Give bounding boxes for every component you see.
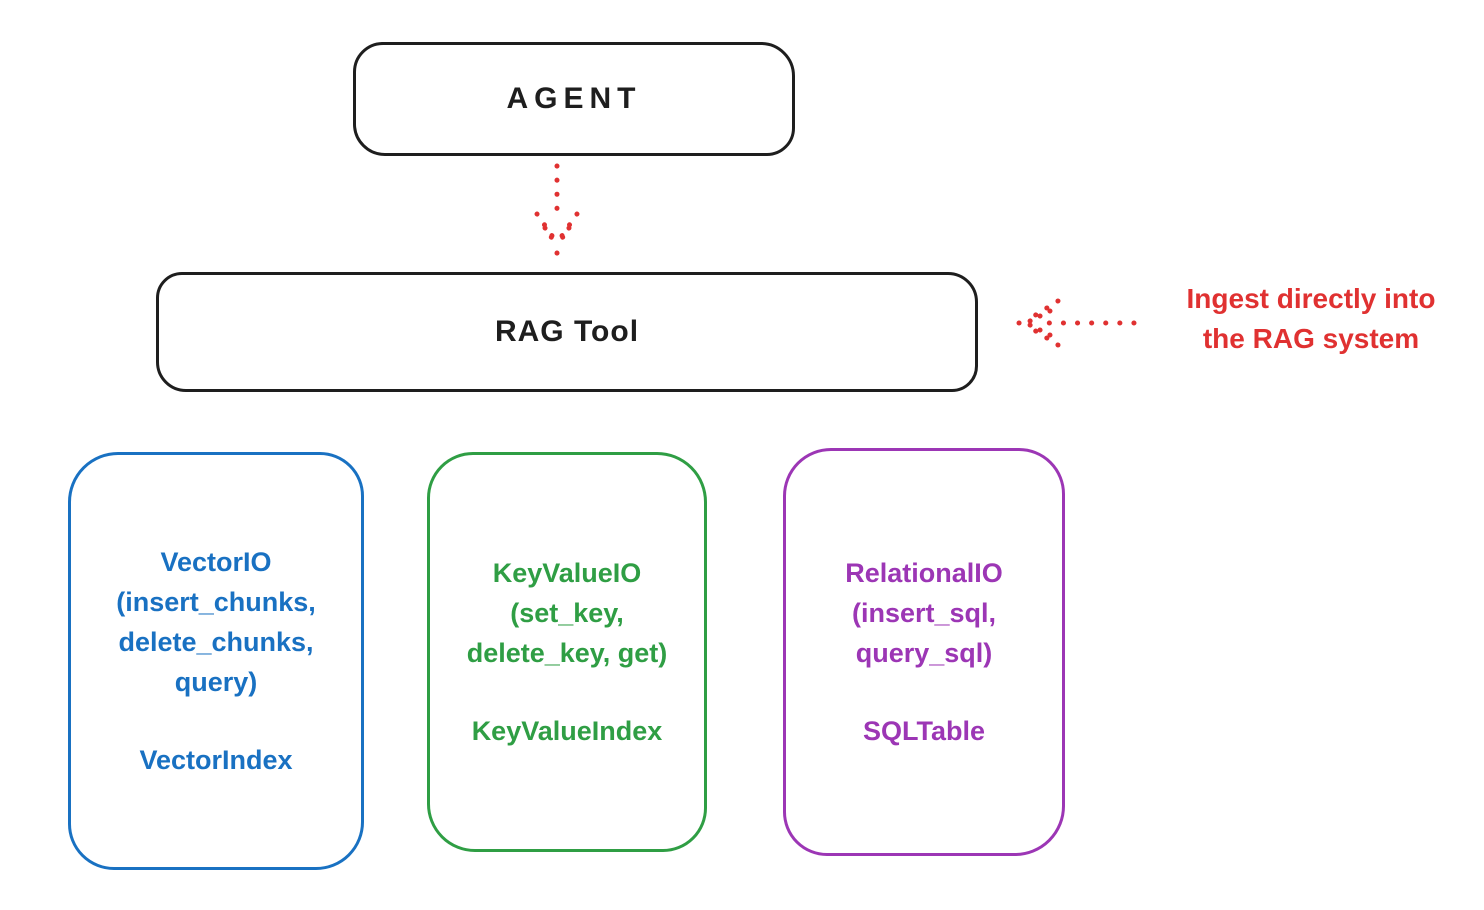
ingest-annotation: Ingest directly into the RAG system <box>1138 279 1484 359</box>
relational-io-line: RelationalIO <box>845 558 1003 588</box>
rag-tool-label: RAG Tool <box>494 315 640 348</box>
ingest-arrow <box>1012 292 1142 359</box>
agent-label: AGENT <box>506 82 642 115</box>
vector-io-line: delete_chunks, <box>118 627 314 657</box>
relational-io-line: (insert_sql, <box>851 598 997 628</box>
vector-io-line: query) <box>174 667 258 697</box>
relational-io-table-label: SQLTable <box>862 716 985 746</box>
keyvalue-io-line: delete_key, get) <box>466 638 668 668</box>
keyvalue-io-node: KeyValueIO (set_key, delete_key, get) Ke… <box>427 452 707 852</box>
relational-io-node: RelationalIO (insert_sql, query_sql) SQL… <box>783 448 1065 856</box>
vector-io-line: (insert_chunks, <box>116 587 316 617</box>
relational-io-line: query_sql) <box>855 638 993 668</box>
dotted-down-arrow-icon <box>534 163 580 256</box>
agent-node: AGENT <box>353 42 795 156</box>
vector-io-index-label: VectorIndex <box>139 745 293 775</box>
ingest-annotation-line-1: Ingest directly into <box>1186 283 1436 314</box>
vector-io-line: VectorIO <box>160 547 272 577</box>
keyvalue-io-line: KeyValueIO <box>492 558 642 588</box>
rag-tool-node: RAG Tool <box>156 272 978 392</box>
dotted-left-arrow-icon <box>1016 298 1137 348</box>
ingest-annotation-line-2: the RAG system <box>1202 323 1420 354</box>
vector-io-node: VectorIO (insert_chunks, delete_chunks, … <box>68 452 364 870</box>
keyvalue-io-index-label: KeyValueIndex <box>471 716 663 746</box>
keyvalue-io-line: (set_key, <box>510 598 624 628</box>
agent-to-rag-arrow <box>518 160 598 265</box>
